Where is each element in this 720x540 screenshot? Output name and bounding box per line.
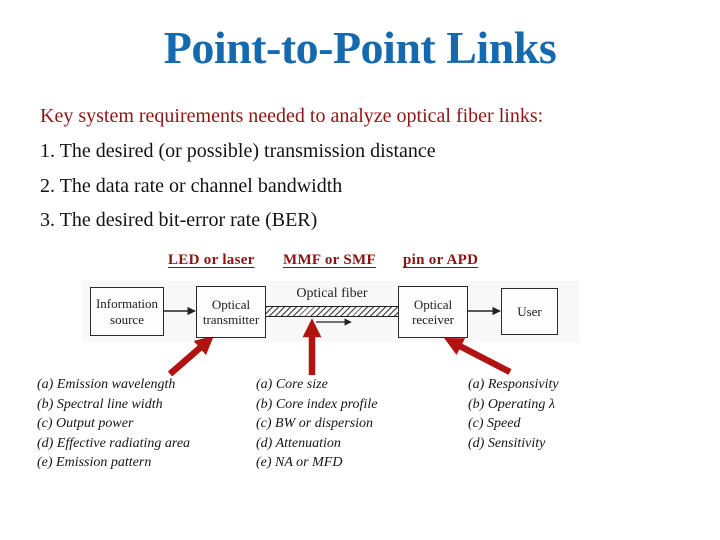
list-item: (d) Effective radiating area xyxy=(37,435,191,451)
intro-lead-text: Key system requirements needed to analyz… xyxy=(40,105,544,127)
detector-properties-list: (a) Responsivity (b) Operating λ (c) Spe… xyxy=(468,375,559,453)
requirement-item-1: 1. The desired (or possible) transmissio… xyxy=(40,139,436,162)
red-arrow-to-receiver xyxy=(444,337,512,375)
fiber-properties-list: (a) Core size (b) Core index profile (c)… xyxy=(256,375,377,473)
box-user: User xyxy=(501,288,558,335)
requirement-item-3: 3. The desired bit-error rate (BER) xyxy=(40,209,318,232)
list-item: (a) Responsivity xyxy=(468,377,559,392)
box-optical-transmitter-label-line1: Optical xyxy=(211,296,251,312)
slide-title: Point-to-Point Links xyxy=(163,22,557,73)
box-optical-receiver-label-line2: receiver xyxy=(412,312,454,327)
box-information-source-label-line1: Information xyxy=(95,296,159,311)
list-item: (e) Emission pattern xyxy=(37,455,152,471)
box-optical-receiver: Optical receiver xyxy=(398,286,468,338)
list-item: (b) Core index profile xyxy=(256,396,378,412)
list-item: (d) Attenuation xyxy=(256,435,341,451)
list-item: (b) Operating λ xyxy=(468,396,555,412)
box-information-source: Information source xyxy=(90,287,164,336)
list-item: (c) Output power xyxy=(37,416,134,432)
box-optical-transmitter: Optical transmitter xyxy=(196,286,266,338)
red-arrow-to-transmitter xyxy=(167,335,214,377)
list-item: (d) Sensitivity xyxy=(468,435,546,451)
optical-fiber-label: Optical fiber xyxy=(296,286,368,301)
box-optical-receiver-label-line1: Optical xyxy=(413,296,453,312)
box-user-label-line1: User xyxy=(517,303,542,319)
label-mmf-or-smf: MMF or SMF xyxy=(283,252,376,268)
source-properties-list: (a) Emission wavelength (b) Spectral lin… xyxy=(37,375,190,473)
list-item: (a) Core size xyxy=(256,377,328,392)
optical-fiber-hatched-bar xyxy=(266,306,398,317)
label-led-or-laser: LED or laser xyxy=(168,252,255,268)
list-item: (a) Emission wavelength xyxy=(37,377,176,392)
label-pin-or-apd: pin or APD xyxy=(403,252,479,268)
list-item: (c) BW or dispersion xyxy=(256,416,374,432)
list-item: (c) Speed xyxy=(468,416,521,432)
box-optical-transmitter-label-line2: transmitter xyxy=(202,312,260,327)
list-item: (e) NA or MFD xyxy=(256,455,343,471)
intro-block: Key system requirements needed to analyz… xyxy=(40,99,705,238)
list-item: (b) Spectral line width xyxy=(37,396,163,412)
box-information-source-label-line2: source xyxy=(110,311,144,327)
requirement-item-2: 2. The data rate or channel bandwidth xyxy=(40,174,343,197)
